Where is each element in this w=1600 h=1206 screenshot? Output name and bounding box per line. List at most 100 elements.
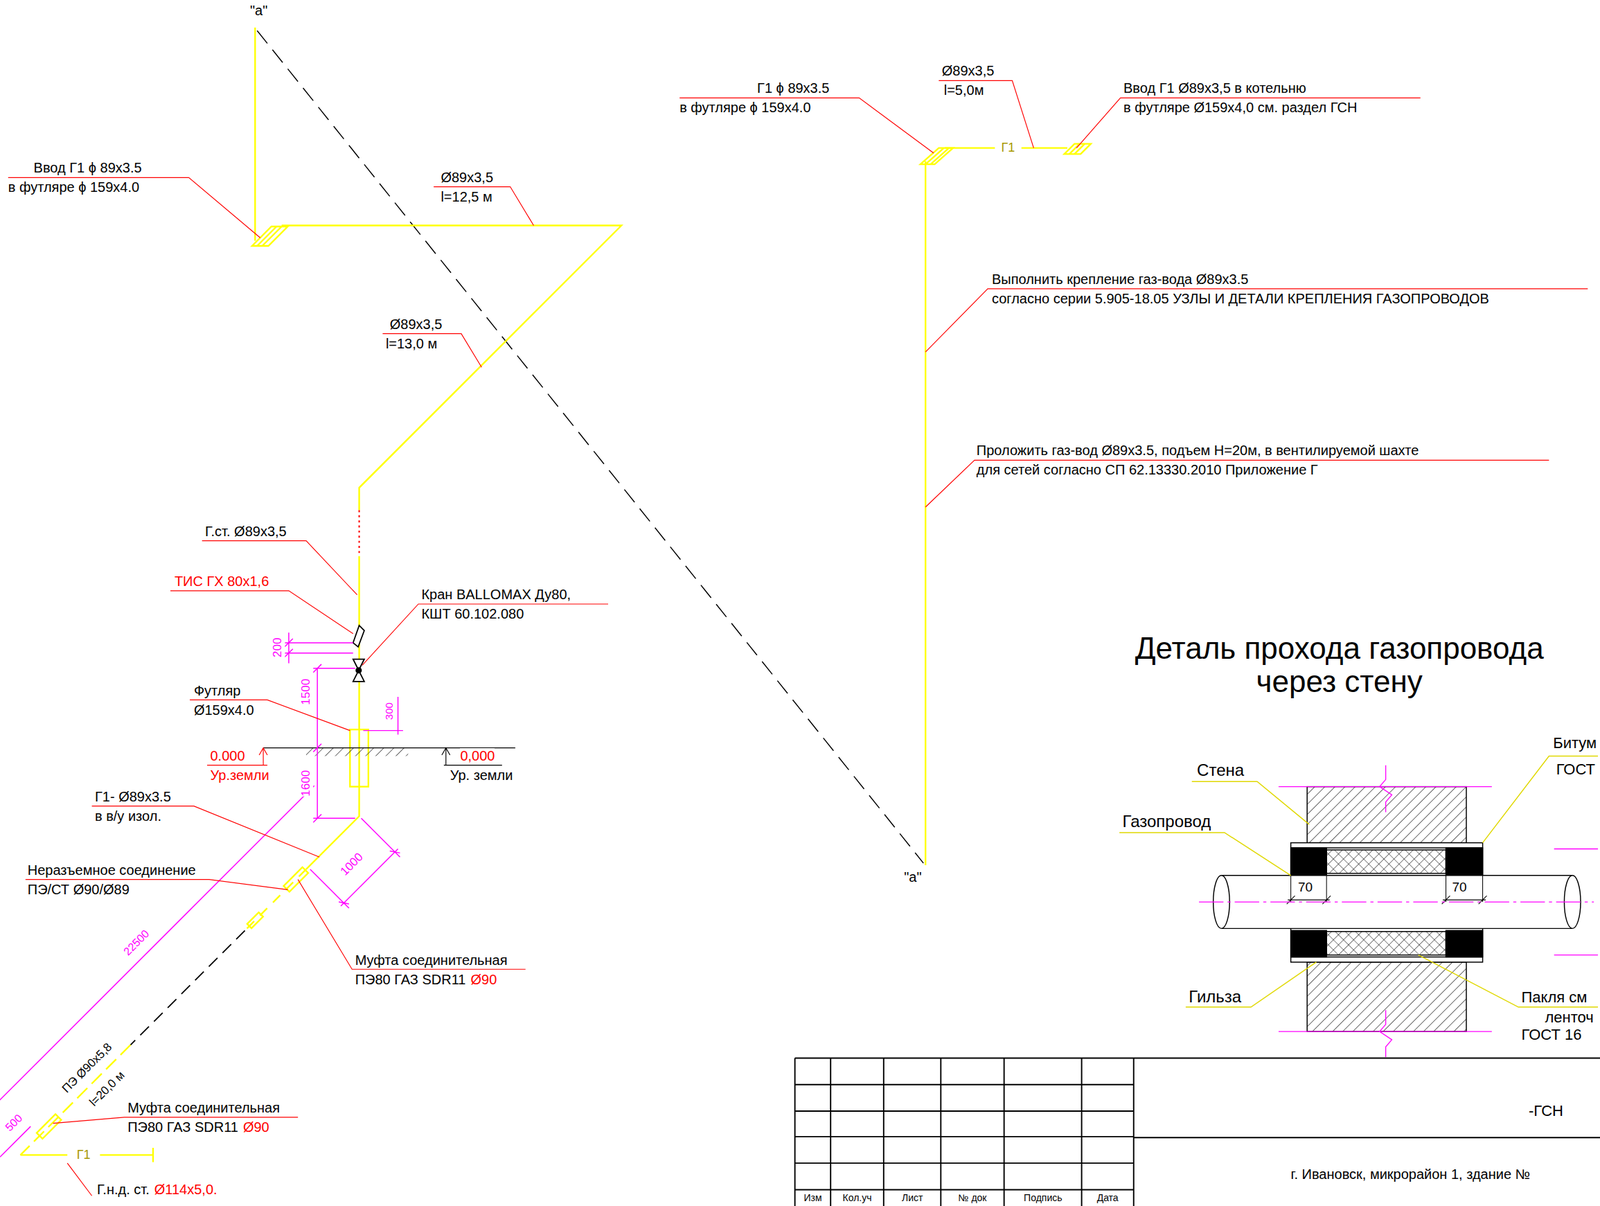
dimension-line: [362, 730, 403, 731]
ground-line: [263, 748, 516, 766]
dimension-text: 70: [1298, 880, 1313, 895]
gas-pipe: [349, 729, 369, 787]
wall-axis: [1278, 786, 1492, 787]
wall-detail: [1291, 847, 1483, 848]
dimension-line: [316, 668, 318, 819]
detail-leader: [1119, 832, 1292, 876]
detail-title: Деталь прохода газопровода через стену: [1097, 631, 1582, 699]
callout-text: КШТ 60.102.080: [421, 606, 524, 622]
leader-line: [8, 177, 261, 238]
gas-pipe: [152, 1147, 154, 1163]
leader-line: [8, 80, 1589, 1196]
gas-pipe: [1064, 144, 1091, 155]
dimension-line: [0, 785, 315, 1110]
callout-text: Ø89х3,5: [440, 169, 494, 186]
wall-detail: [1286, 875, 1488, 904]
callout-text: Ввод Г1 ϕ 89х3.5: [33, 160, 142, 176]
detail-label: Стена: [1196, 761, 1244, 780]
detail-leader: [1119, 755, 1598, 1007]
callout-text: Футляр: [193, 682, 242, 699]
wall-detail: [1326, 931, 1446, 956]
callout-text: Г.н.д. ст.: [96, 1181, 150, 1198]
leader-line: [925, 459, 1549, 508]
detail-leader: [1418, 955, 1598, 1008]
valve-symbol: [353, 659, 365, 682]
gas-pipe: [20, 1044, 131, 1155]
wall-detail: [1326, 849, 1446, 874]
note-text: согласно серии 5.905-18.05 УЗЛЫ И ДЕТАЛИ…: [991, 290, 1490, 307]
callout-text: Ø90: [470, 971, 497, 988]
gas-pipe: [20, 1153, 68, 1156]
section-mark: "a": [903, 869, 922, 886]
detail-label: Пакля см: [1521, 989, 1588, 1006]
leader-line: [362, 603, 609, 665]
wall-axis: [1379, 1009, 1393, 1057]
dimension-text: 70: [1451, 880, 1467, 895]
callout-text: Муфта соединительная: [355, 952, 508, 969]
gas-pipe: [245, 869, 307, 931]
wall-detail: [1446, 930, 1483, 957]
wall-axis: [1198, 901, 1594, 902]
ground-line: [306, 748, 408, 757]
gas-pipe: [252, 226, 289, 246]
pipe-spec: l=20,0 м: [87, 1068, 129, 1109]
note-text: для сетей согласно СП 62.13330.2010 Прил…: [976, 461, 1319, 478]
detail-label: Газопровод: [1122, 812, 1212, 831]
steel-section: [358, 509, 361, 556]
dimension-line: [288, 632, 289, 663]
gas-pipe: [20, 27, 1091, 1163]
wall-axis: [1278, 1030, 1492, 1032]
section-line: [256, 30, 924, 864]
gas-pipe: [99, 1153, 154, 1156]
stamp-cell: Подпись: [1023, 1192, 1062, 1204]
dimension-text: 1500: [299, 678, 314, 706]
dimension-line: [284, 642, 354, 643]
dimension-text: 500: [3, 1111, 26, 1134]
callout-text: l=13,0 м: [385, 335, 438, 352]
valve-symbol: [353, 625, 365, 647]
wall-detail: [1307, 962, 1467, 1032]
wall-axis: [1198, 765, 1598, 1057]
level-mark: 0,000: [459, 748, 495, 764]
leader-line: [679, 97, 934, 154]
callout-text: Кран BALLOMAX Ду80,: [421, 586, 571, 603]
wall-detail: [1291, 930, 1328, 957]
callout-text: Г1- Ø89х3.5: [94, 788, 172, 805]
leader-line: [92, 806, 320, 858]
gas-pipe: [254, 27, 256, 242]
leader-line: [938, 80, 1034, 148]
leader-line: [1076, 97, 1420, 148]
callout-text: ПЭ80 ГАЗ SDR11: [355, 971, 467, 988]
level-mark: 0.000: [209, 748, 245, 764]
stamp-cell: № док: [957, 1192, 987, 1204]
detail-label: Битум: [1552, 734, 1597, 752]
callout-text: ПЭ/СТ Ø90/Ø89: [27, 881, 130, 898]
detail-label: Гильза: [1188, 987, 1242, 1006]
stamp-cell: Лист: [901, 1192, 923, 1204]
dimension-line: [0, 1126, 31, 1157]
callout-text: Г.ст. Ø89х3,5: [205, 523, 287, 540]
stamp-text: -ГСН: [1528, 1101, 1564, 1120]
pipe-tag: Г1: [1001, 140, 1016, 156]
callout-text: Ø90: [243, 1119, 270, 1136]
callout-text: l=5,0м: [944, 82, 985, 99]
detail-label: ГОСТ 16: [1521, 1026, 1582, 1044]
stamp-cell: Дата: [1097, 1192, 1119, 1204]
detail-label: ленточ: [1544, 1009, 1594, 1026]
callout-text: Неразъемное соединение: [27, 862, 197, 879]
gas-pipe: [924, 161, 927, 866]
note-text: Проложить газ-вод Ø89х3.5, подъем Н=20м,…: [976, 442, 1420, 459]
gas-pipe: [281, 225, 622, 511]
dimension-line: [310, 869, 350, 909]
callout-text: в футляре Ø159х4,0 см. раздел ГСН: [1123, 99, 1358, 116]
wall-axis: [1379, 765, 1393, 813]
dimension-text: 22500: [121, 927, 152, 958]
dimension-text: 1000: [338, 849, 367, 879]
dimension-line: [284, 652, 354, 654]
wall-detail: [1291, 847, 1328, 875]
valve-symbol: [356, 667, 361, 673]
callout-text: ПЭ80 ГАЗ SDR11: [127, 1119, 239, 1136]
dimension-line: [284, 638, 322, 823]
